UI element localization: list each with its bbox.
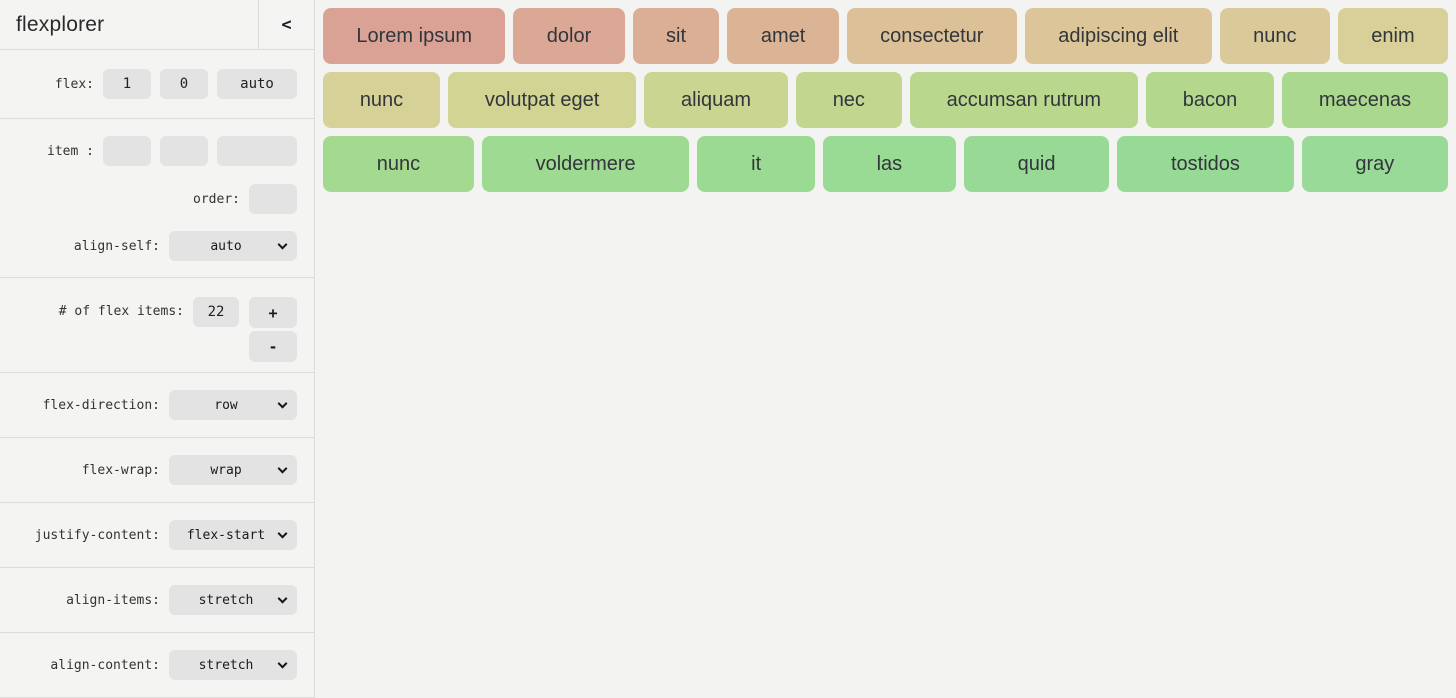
flex-item: enim	[1337, 8, 1449, 64]
flex-item: aliquam	[644, 72, 788, 128]
flex-shrink-input[interactable]	[160, 69, 208, 99]
flex-item: it	[697, 136, 815, 192]
flex-item: bacon	[1145, 72, 1275, 128]
flex-item: Lorem ipsum	[323, 8, 506, 64]
chevron-down-icon	[277, 239, 288, 250]
app-title: flexplorer	[16, 12, 105, 36]
chevron-down-icon	[277, 593, 288, 604]
align-content-label: align-content:	[50, 657, 160, 673]
flex-wrap-select[interactable]: wrap	[169, 455, 297, 485]
flex-item: gray	[1301, 136, 1449, 192]
align-items-label: align-items:	[66, 592, 160, 608]
item-flex-basis-input[interactable]	[217, 136, 297, 166]
flex-item: nunc	[323, 136, 474, 192]
flex-item: quid	[963, 136, 1110, 192]
align-content-section: align-content: stretch	[0, 633, 314, 698]
flex-item: dolor	[513, 8, 625, 64]
flex-item: nunc	[1219, 8, 1330, 64]
align-items-section: align-items: stretch	[0, 568, 314, 633]
chevron-left-icon: <	[281, 14, 292, 35]
item-flex-shrink-input[interactable]	[160, 136, 208, 166]
flex-basis-input[interactable]	[217, 69, 297, 99]
item-count-label: # of flex items:	[58, 304, 184, 319]
align-self-label: align-self:	[73, 238, 160, 254]
align-self-value: auto	[210, 238, 242, 254]
align-items-value: stretch	[198, 592, 254, 608]
chevron-down-icon	[277, 398, 288, 409]
align-items-select[interactable]: stretch	[169, 585, 297, 615]
flex-item: nec	[795, 72, 902, 128]
flex-direction-select[interactable]: row	[169, 390, 297, 420]
collapse-sidebar-button[interactable]: <	[258, 0, 314, 49]
flex-direction-value: row	[214, 397, 238, 413]
flex-grow-input[interactable]	[103, 69, 151, 99]
item-count-stepper: + -	[249, 297, 297, 362]
order-label: order:	[193, 191, 240, 207]
flex-label: flex:	[54, 76, 94, 92]
item-count-section: # of flex items: + -	[0, 278, 314, 373]
order-input[interactable]	[249, 184, 297, 214]
flex-item: consectetur	[846, 8, 1017, 64]
item-label: item :	[47, 143, 94, 159]
flex-item: accumsan rutrum	[909, 72, 1138, 128]
item-flex-grow-input[interactable]	[103, 136, 151, 166]
align-content-value: stretch	[198, 657, 254, 673]
sidebar: flexplorer < flex: item : order: align-s…	[0, 0, 315, 698]
flex-item: volutpat eget	[448, 72, 637, 128]
justify-content-label: justify-content:	[34, 527, 160, 543]
flex-wrap-label: flex-wrap:	[81, 462, 160, 478]
flex-shorthand-section: flex:	[0, 50, 314, 119]
flex-wrap-section: flex-wrap: wrap	[0, 438, 314, 503]
flex-wrap-value: wrap	[210, 462, 242, 478]
justify-content-value: flex-start	[186, 527, 266, 543]
flex-item: las	[822, 136, 956, 192]
item-count-input[interactable]	[193, 297, 239, 327]
flex-item: sit	[632, 8, 720, 64]
flex-item: voldermere	[481, 136, 690, 192]
flex-direction-label: flex-direction:	[42, 397, 160, 413]
flex-direction-section: flex-direction: row	[0, 373, 314, 438]
chevron-down-icon	[277, 463, 288, 474]
justify-content-select[interactable]: flex-start	[169, 520, 297, 550]
item-controls-section: item : order: align-self: auto	[0, 119, 314, 278]
flex-item: maecenas	[1282, 72, 1448, 128]
justify-content-section: justify-content: flex-start	[0, 503, 314, 568]
flex-item: adipiscing elit	[1024, 8, 1212, 64]
chevron-down-icon	[277, 658, 288, 669]
flex-item: amet	[727, 8, 839, 64]
align-content-select[interactable]: stretch	[169, 650, 297, 680]
sidebar-header: flexplorer <	[0, 0, 314, 50]
flex-item: tostidos	[1117, 136, 1294, 192]
align-self-select[interactable]: auto	[169, 231, 297, 261]
flex-item: nunc	[323, 72, 441, 128]
decrement-items-button[interactable]: -	[249, 331, 297, 362]
increment-items-button[interactable]: +	[249, 297, 297, 328]
